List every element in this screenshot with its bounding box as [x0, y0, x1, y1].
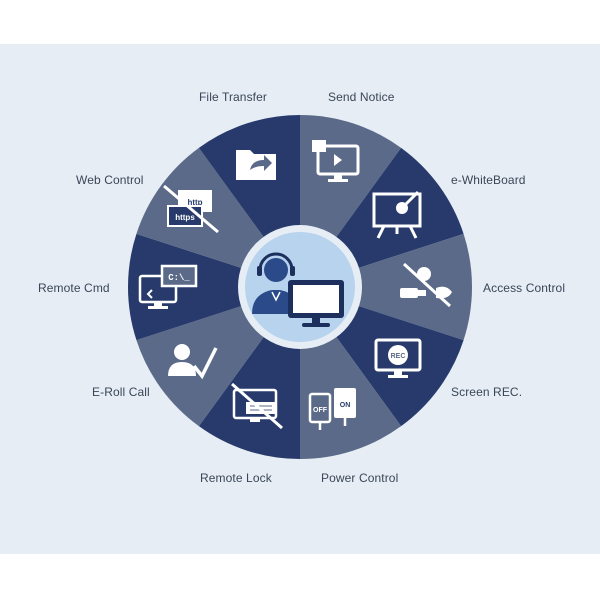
monitor-notice-icon — [312, 140, 360, 182]
rec-text: REC — [391, 353, 406, 360]
usb-blocked-icon — [400, 262, 452, 308]
user-check-icon — [168, 344, 218, 380]
folder-share-icon — [236, 150, 276, 180]
label-remote-cmd: Remote Cmd — [38, 281, 110, 295]
off-text: OFF — [313, 407, 328, 414]
keyboard-lock-icon — [231, 382, 283, 430]
on-text: ON — [340, 402, 351, 409]
label-send-notice: Send Notice — [328, 90, 395, 104]
https-text: https — [175, 213, 195, 222]
label-screen-rec: Screen REC. — [451, 385, 523, 399]
power-switch-icon: OFF ON — [308, 388, 356, 430]
command-prompt-icon: C:\_ — [138, 264, 198, 309]
segment-e-roll-call — [128, 233, 300, 341]
http-text: http — [187, 198, 202, 207]
label-power-control: Power Control — [321, 471, 399, 485]
cmd-text: C:\_ — [168, 273, 190, 283]
whiteboard-icon — [372, 190, 422, 239]
label-remote-lock: Remote Lock — [200, 471, 272, 485]
label-e-roll-call: E-Roll Call — [92, 385, 150, 399]
segment-e-whiteboard — [300, 233, 472, 341]
label-access-control: Access Control — [483, 281, 566, 295]
screen-record-icon: REC — [374, 338, 422, 378]
web-blocked-icon: http https — [163, 184, 219, 234]
label-web-control: Web Control — [76, 173, 144, 187]
label-e-whiteboard: e-WhiteBoard — [451, 173, 526, 187]
label-file-transfer: File Transfer — [199, 90, 267, 104]
support-agent-with-monitor-icon — [252, 252, 344, 327]
